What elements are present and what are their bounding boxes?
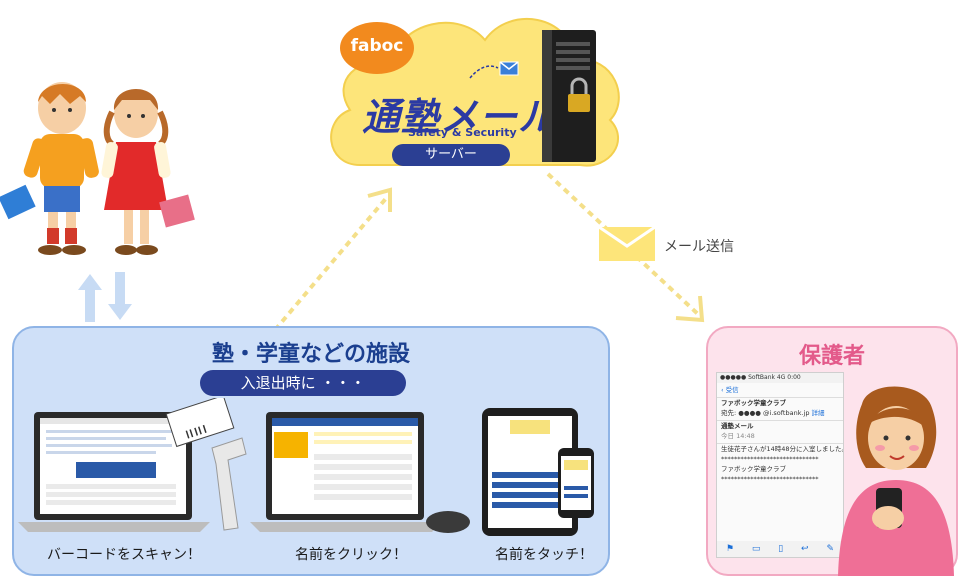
trash-icon[interactable]: ▯ [778, 544, 784, 554]
facility-panel: 塾・学童などの施設 入退出時に ・・・ バーコードをスキャン！ 名前をクリック！ [12, 326, 610, 576]
timing-label: 入退出時に ・・・ [200, 370, 406, 396]
enter-exit-arrows-icon [78, 272, 132, 322]
compose-icon[interactable]: ✎ [826, 544, 834, 554]
children-illustration [0, 82, 195, 255]
laptop-barcode-icon [18, 412, 210, 532]
laptop-click-icon [250, 412, 470, 533]
server-label: サーバー [392, 144, 510, 166]
flag-icon[interactable]: ⚑ [725, 544, 734, 554]
brand-subtitle: Safety & Security [408, 126, 517, 139]
brand-logo-text: 通塾メール [362, 95, 558, 139]
phone-subject: 通塾メール [721, 422, 754, 430]
barcode-scanner-icon [165, 398, 247, 531]
method-barcode-label: バーコードをスキャン！ [47, 547, 201, 563]
folder-icon[interactable]: ▭ [751, 544, 761, 554]
faboc-logo: faboc [340, 22, 414, 74]
phone-signature-separator-bottom: ****************************** [721, 475, 819, 483]
phone-back-button[interactable]: ‹ 受信 [717, 385, 843, 395]
phone-from: 宛先: ●●●● @i.softbank.jp 詳細 [717, 408, 843, 418]
phone-signature-separator: ****************************** [721, 455, 819, 463]
envelope-icon [469, 61, 519, 79]
server-tower-icon [542, 30, 596, 162]
mail-envelope-icon [598, 226, 656, 261]
phone-from-text: 宛先: ●●●● @i.softbank.jp [721, 409, 810, 417]
parent-title: 保護者 [798, 344, 865, 369]
phone-toolbar: ⚑ ▭ ▯ ↩ ✎ [717, 541, 843, 557]
phone-signature: ファボック学童クラブ [721, 465, 786, 473]
phone-body: 生徒花子さんが14時48分に入室しました。 [721, 445, 843, 453]
phone-time: 今日 14:48 [721, 432, 755, 440]
tablet-touch-icon [482, 408, 594, 536]
method-touch-label: 名前をタッチ！ [495, 547, 593, 563]
mail-send-label: メール送信 [664, 239, 734, 255]
method-click-label: 名前をクリック！ [295, 547, 407, 563]
reply-icon[interactable]: ↩ [801, 544, 809, 554]
parent-phone-screen: ●●●●● SoftBank 4G 0:00 ‹ 受信 ファボック学童クラブ 宛… [716, 372, 844, 558]
phone-status-bar: ●●●●● SoftBank 4G 0:00 [717, 373, 843, 383]
phone-back-label: 受信 [725, 386, 739, 394]
phone-detail-link[interactable]: 詳細 [811, 409, 825, 417]
parent-illustration [838, 386, 954, 576]
chevron-left-icon: ‹ [721, 386, 726, 394]
facility-title: 塾・学童などの施設 [211, 342, 410, 367]
phone-sender: ファボック学童クラブ [721, 399, 786, 407]
